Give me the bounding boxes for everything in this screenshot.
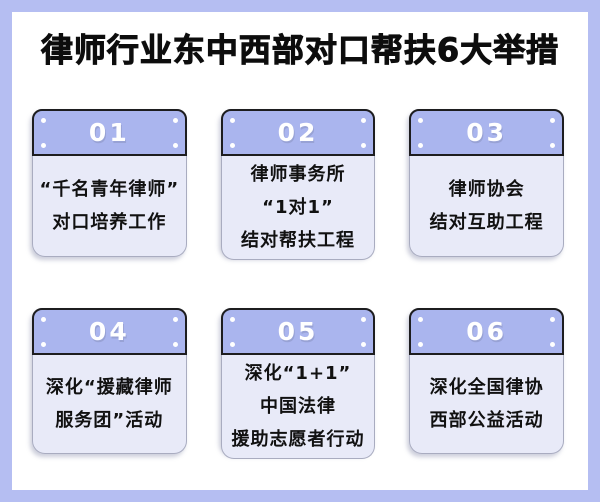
corner-dot [418,143,424,148]
card-number: 05 [277,317,319,346]
corner-dot [41,342,46,347]
corner-dot [550,143,555,148]
card-text-line: 律师事务所 [250,164,346,185]
cards-grid: 01 “千名青年律师” 对口培养工作 02 律师事务所 “1对1” 结对帮扶工程 [32,109,564,459]
measure-card-03: 03 律师协会 结对互助工程 [409,109,564,257]
card-text-line: 律师协会 [448,179,525,200]
card-05-header: 05 [220,308,376,355]
card-04-body: 深化“援藏律师 服务团”活动 [32,355,187,454]
card-text-line: 结对互助工程 [429,212,544,233]
corner-dot [41,118,46,123]
card-number: 03 [466,118,508,147]
corner-dot [41,143,46,148]
card-text-line: 对口培养工作 [52,212,167,233]
corner-dot [550,317,555,322]
corner-dot [41,317,46,322]
card-text-line: 援助志愿者行动 [231,429,365,450]
card-text-line: 服务团”活动 [55,410,164,431]
card-01-header: 01 [32,109,187,156]
corner-dot [418,118,424,123]
card-text-line: “千名青年律师” [39,179,180,200]
corner-dot [361,317,367,322]
corner-dot [229,118,235,123]
card-number: 02 [277,118,319,147]
corner-dot [361,143,367,148]
corner-dot [418,342,424,347]
card-text-line: “1对1” [262,197,334,218]
card-text-line: 深化“1+1” [244,363,352,384]
card-number: 04 [88,317,130,346]
corner-dot [361,118,367,123]
card-number: 06 [466,317,508,346]
corner-dot [172,143,178,148]
card-01-body: “千名青年律师” 对口培养工作 [32,156,187,257]
card-02-body: 律师事务所 “1对1” 结对帮扶工程 [220,156,376,260]
card-text-line: 西部公益活动 [429,410,544,431]
card-05-body: 深化“1+1” 中国法律 援助志愿者行动 [220,355,376,459]
content-frame: 律师行业东中西部对口帮扶6大举措 01 “千名青年律师” 对口培养工作 02 [12,12,588,490]
measure-card-04: 04 深化“援藏律师 服务团”活动 [32,308,187,454]
measure-card-06: 06 深化全国律协 西部公益活动 [409,308,564,454]
card-04-header: 04 [32,308,187,355]
corner-dot [172,118,178,123]
measure-card-05: 05 深化“1+1” 中国法律 援助志愿者行动 [220,308,376,459]
card-03-header: 03 [409,109,564,156]
card-06-body: 深化全国律协 西部公益活动 [409,355,564,454]
corner-dot [229,342,235,347]
corner-dot [172,317,178,322]
card-text-line: 深化“援藏律师 [45,377,173,398]
corner-dot [550,118,555,123]
card-03-body: 律师协会 结对互助工程 [409,156,564,257]
corner-dot [361,342,367,347]
corner-dot [550,342,555,347]
corner-dot [418,317,424,322]
card-02-header: 02 [220,109,376,156]
measure-card-01: 01 “千名青年律师” 对口培养工作 [32,109,187,257]
card-text-line: 深化全国律协 [429,377,544,398]
corner-dot [229,317,235,322]
corner-dot [172,342,178,347]
card-06-header: 06 [409,308,564,355]
page-title: 律师行业东中西部对口帮扶6大举措 [40,31,560,70]
corner-dot [229,143,235,148]
card-number: 01 [88,118,130,147]
measure-card-02: 02 律师事务所 “1对1” 结对帮扶工程 [220,109,376,260]
card-text-line: 结对帮扶工程 [240,230,355,251]
card-text-line: 中国法律 [259,396,336,417]
